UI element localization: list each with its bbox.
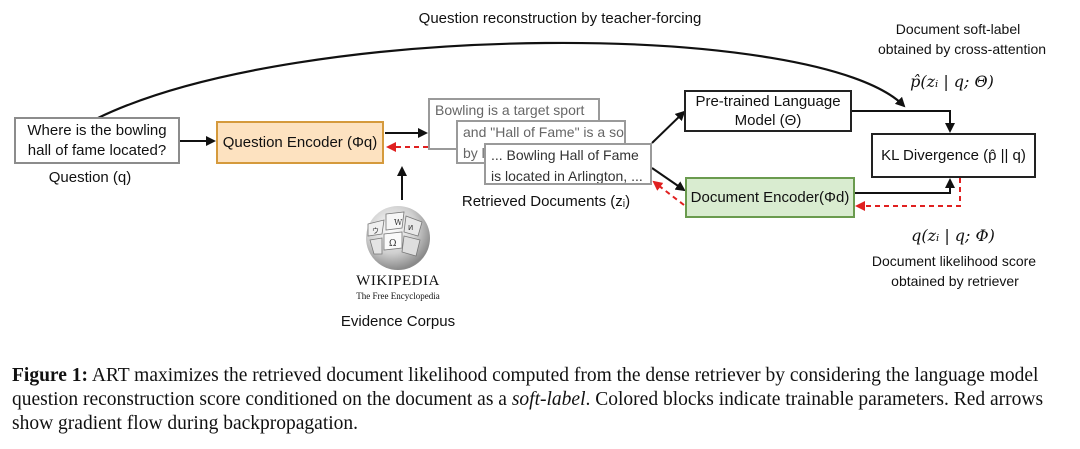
soft-label-line2: obtained by cross-attention — [877, 41, 1047, 57]
language-model-box: Pre-trained Language Model (Θ) — [684, 90, 852, 132]
document-encoder-box: Document Encoder(Φd) — [685, 177, 855, 218]
soft-label-formula: p̂(zᵢ | q; Θ) — [910, 72, 994, 91]
question-box: Where is the bowling hall of fame locate… — [14, 117, 180, 164]
question-label: Question (q) — [48, 169, 132, 186]
docs-to-doc-encoder-arrow — [651, 167, 686, 192]
teacher-forcing-arrow — [97, 41, 906, 119]
soft-label-line1: Document soft-label — [895, 21, 1021, 37]
caption-text: ART maximizes the retrieved document lik… — [12, 365, 1039, 410]
wikipedia-tagline: The Free Encyclopedia — [356, 291, 440, 301]
caption-emphasis: soft-label — [511, 389, 586, 410]
evidence-corpus-label: Evidence Corpus — [340, 313, 456, 330]
teacher-forcing-label: Question reconstruction by teacher-forci… — [418, 10, 702, 27]
retrieved-doc-3: ... Bowling Hall of Fame is located in A… — [484, 143, 652, 185]
kl-divergence-box: KL Divergence (p̂ || q) — [871, 133, 1036, 178]
retrieved-docs-label: Retrieved Documents (zᵢ) — [461, 193, 631, 210]
wikipedia-wordmark: WIKIPEDIA — [356, 273, 440, 289]
wikipedia-globe-icon: Ω W И ウ — [366, 206, 430, 270]
lm-to-kl-arrow — [852, 110, 955, 133]
doc-encoder-to-kl-arrow — [855, 178, 955, 194]
figure-caption: Figure 1: ART maximizes the retrieved do… — [12, 364, 1070, 436]
docs-to-lm-arrow — [651, 110, 686, 144]
svg-text:W: W — [394, 218, 403, 227]
question-encoder-box: Question Encoder (Φq) — [216, 121, 384, 164]
gradient-kl-to-doc-encoder-arrow — [855, 178, 961, 211]
svg-text:ウ: ウ — [372, 227, 379, 235]
gradient-to-docs-arrow — [652, 180, 685, 206]
retriever-label-line2: obtained by retriever — [891, 273, 1019, 289]
svg-text:И: И — [408, 224, 413, 232]
caption-text-end: . Colored blocks indicate trainable para… — [12, 389, 1044, 434]
svg-text:Ω: Ω — [389, 239, 396, 249]
retriever-formula: q(zᵢ | q; Φ) — [911, 226, 995, 245]
retriever-label-line1: Document likelihood score — [871, 253, 1037, 269]
caption-label: Figure 1: — [12, 365, 89, 386]
